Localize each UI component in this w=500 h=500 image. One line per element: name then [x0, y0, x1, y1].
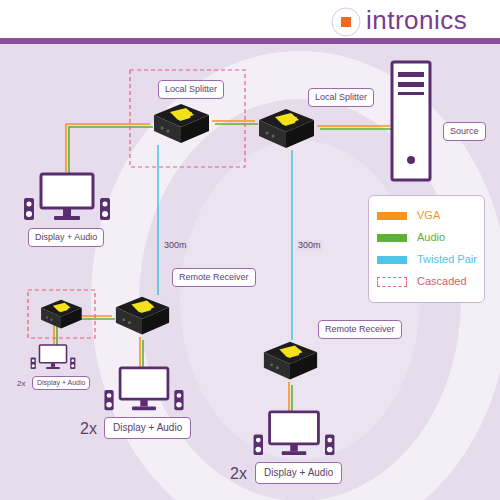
brand-logo: intronics	[366, 6, 467, 34]
legend-text: Twisted Pair	[417, 252, 477, 266]
legend-swatch	[377, 256, 407, 264]
device-node: Local Splitter	[150, 103, 212, 145]
legend-row: VGA	[377, 206, 484, 228]
cable-stroke	[320, 128, 393, 130]
cascade-frame	[28, 290, 95, 338]
monitor-icon	[104, 368, 183, 410]
receiver-device	[264, 342, 317, 380]
legend-text: Cascaded	[417, 274, 467, 288]
device-node: Remote Receiver	[260, 340, 320, 382]
device-label: Display + Audio	[104, 417, 191, 439]
monitor-icon	[254, 412, 335, 455]
cable-stroke	[288, 382, 290, 412]
header-band	[0, 0, 500, 38]
distance-label: 300m	[163, 240, 188, 251]
legend-row: Twisted Pair	[377, 250, 484, 272]
cable-stroke	[66, 124, 150, 172]
device-node: 2xDisplay + Audio	[30, 344, 76, 370]
device-label: Local Splitter	[158, 80, 224, 99]
vga-audio-cable	[289, 382, 292, 415]
vga-audio-cable	[140, 337, 143, 371]
cascade-frame	[130, 70, 245, 167]
device-label: Source	[443, 122, 486, 141]
splitter-device	[154, 104, 209, 143]
vga-audio-cable	[212, 121, 258, 124]
splitter-device	[41, 300, 82, 329]
legend-sample	[377, 277, 407, 287]
splitter-device	[259, 109, 314, 148]
count-label: 2x	[230, 465, 247, 483]
legend-text: VGA	[417, 208, 440, 222]
monitor-icon	[31, 345, 76, 369]
device-node: Local Splitter	[255, 108, 317, 150]
distance-label: 300m	[297, 240, 322, 251]
device-node: Source	[390, 60, 432, 182]
count-label: 2x	[80, 420, 97, 438]
cable-stroke	[291, 150, 293, 340]
cable-stroke	[317, 125, 390, 127]
cable-stroke	[142, 340, 144, 371]
cable-stroke	[157, 145, 159, 295]
device-node: 2xDisplay + Audio	[252, 412, 336, 456]
legend-row: Cascaded	[377, 272, 484, 294]
logo-square	[341, 17, 351, 27]
twisted-pair-cable	[158, 145, 159, 295]
legend-row: Audio	[377, 228, 484, 250]
cable-stroke	[69, 127, 153, 175]
cable-stroke	[212, 120, 255, 122]
device-label: Remote Receiver	[318, 320, 402, 339]
device-label: Display + Audio	[32, 376, 90, 390]
count-label: 2x	[17, 379, 25, 388]
device-node: Remote Receiver	[112, 295, 172, 337]
legend-text: Audio	[417, 230, 445, 244]
twisted-pair-cable	[292, 150, 293, 340]
device-label: Display + Audio	[28, 228, 104, 247]
monitor-icon	[24, 174, 110, 220]
pc-tower	[392, 62, 430, 180]
header-stripe	[0, 38, 500, 44]
device-label: Local Splitter	[308, 88, 374, 107]
device-label: Remote Receiver	[172, 268, 256, 287]
legend-swatch	[377, 234, 407, 242]
device-node: Display + Audio	[24, 172, 110, 222]
device-node: 2xDisplay + Audio	[104, 368, 184, 412]
device-label: Display + Audio	[255, 462, 342, 484]
legend-swatch	[377, 212, 407, 220]
legend-panel: VGA AudioTwisted PairCascaded	[368, 195, 485, 303]
cable-stroke	[215, 123, 258, 125]
logo-ring	[332, 8, 360, 36]
vga-audio-cable	[317, 126, 393, 129]
cable-stroke	[139, 337, 141, 368]
receiver-device	[116, 297, 169, 335]
